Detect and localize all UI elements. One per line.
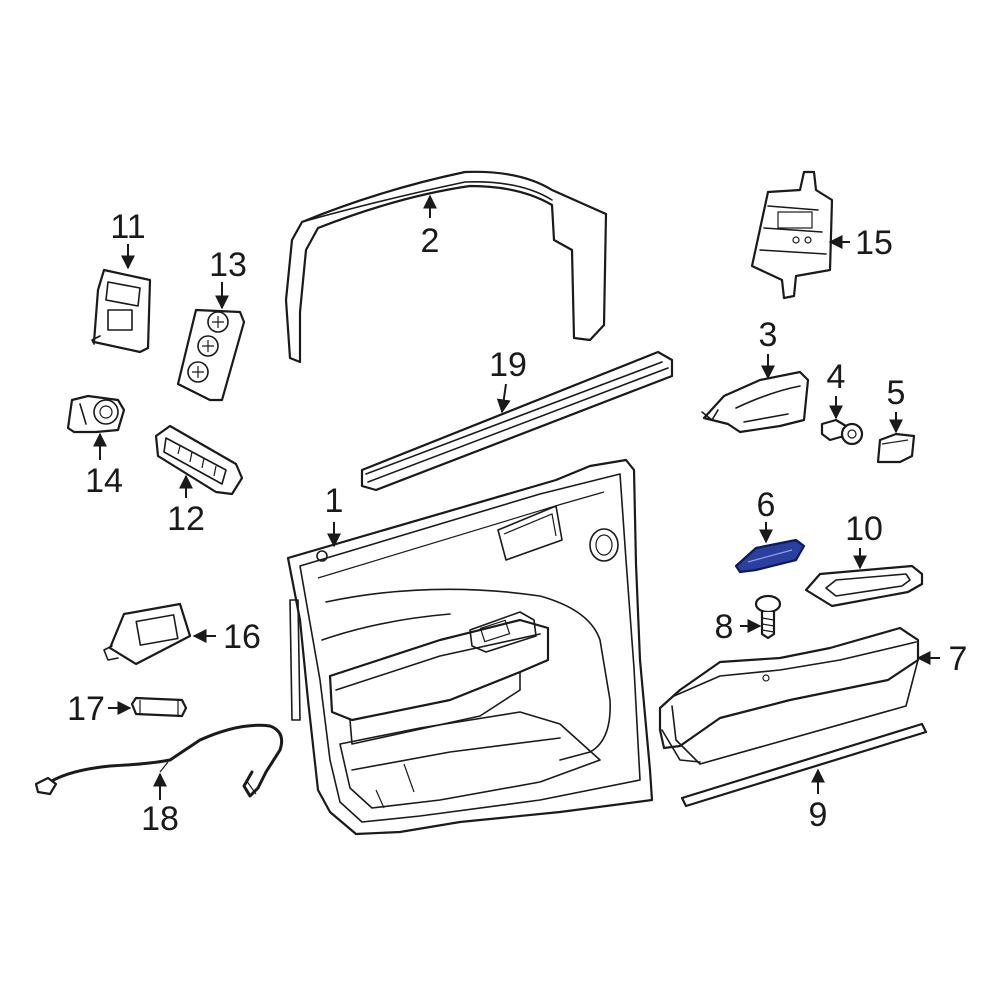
callout-19: 19 xyxy=(489,346,527,384)
part-17-bulb[interactable] xyxy=(130,696,188,718)
callout-8: 8 xyxy=(715,608,734,646)
callout-18: 18 xyxy=(141,800,179,838)
part-18-wiring-harness[interactable] xyxy=(34,723,284,798)
callout-4: 4 xyxy=(827,358,846,396)
callout-2: 2 xyxy=(421,222,440,260)
callout-3: 3 xyxy=(759,316,778,354)
callout-7: 7 xyxy=(949,640,968,678)
callout-13: 13 xyxy=(209,246,247,284)
part-19-belt-molding[interactable] xyxy=(360,350,674,492)
part-5-cover[interactable] xyxy=(876,432,916,464)
part-1-door-panel[interactable] xyxy=(286,458,654,836)
callout-6: 6 xyxy=(757,486,776,524)
part-15-control-module[interactable] xyxy=(750,170,834,300)
callout-5: 5 xyxy=(887,374,906,412)
part-9-seal-strip[interactable] xyxy=(680,722,928,808)
part-8-screw[interactable] xyxy=(754,594,782,640)
part-4-fastener[interactable] xyxy=(820,418,864,446)
callout-14: 14 xyxy=(85,462,123,500)
leader-19 xyxy=(496,383,511,414)
callout-10: 10 xyxy=(845,510,883,548)
part-12-window-switch[interactable] xyxy=(154,424,244,496)
part-2-weatherstrip[interactable] xyxy=(284,170,608,364)
callout-17: 17 xyxy=(67,690,105,728)
part-7-armrest-pad[interactable] xyxy=(658,626,920,765)
callout-11: 11 xyxy=(110,208,145,246)
part-11-switch[interactable] xyxy=(91,268,152,354)
callout-15: 15 xyxy=(855,224,893,262)
callout-labels: 1 2 3 4 5 6 7 8 9 10 11 12 13 14 15 16 1… xyxy=(67,208,967,838)
part-6-highlighted-trim[interactable] xyxy=(734,538,806,574)
part-16-module[interactable] xyxy=(103,602,192,666)
part-14-sensor[interactable] xyxy=(66,394,126,434)
part-13-switch-panel[interactable] xyxy=(176,308,246,402)
callout-9: 9 xyxy=(809,796,828,834)
part-3-door-handle[interactable] xyxy=(701,370,810,434)
part-10-bezel[interactable] xyxy=(804,564,924,608)
callout-12: 12 xyxy=(167,500,205,538)
leader-lines xyxy=(93,194,940,800)
callout-1: 1 xyxy=(325,482,344,520)
callout-16: 16 xyxy=(223,618,261,656)
